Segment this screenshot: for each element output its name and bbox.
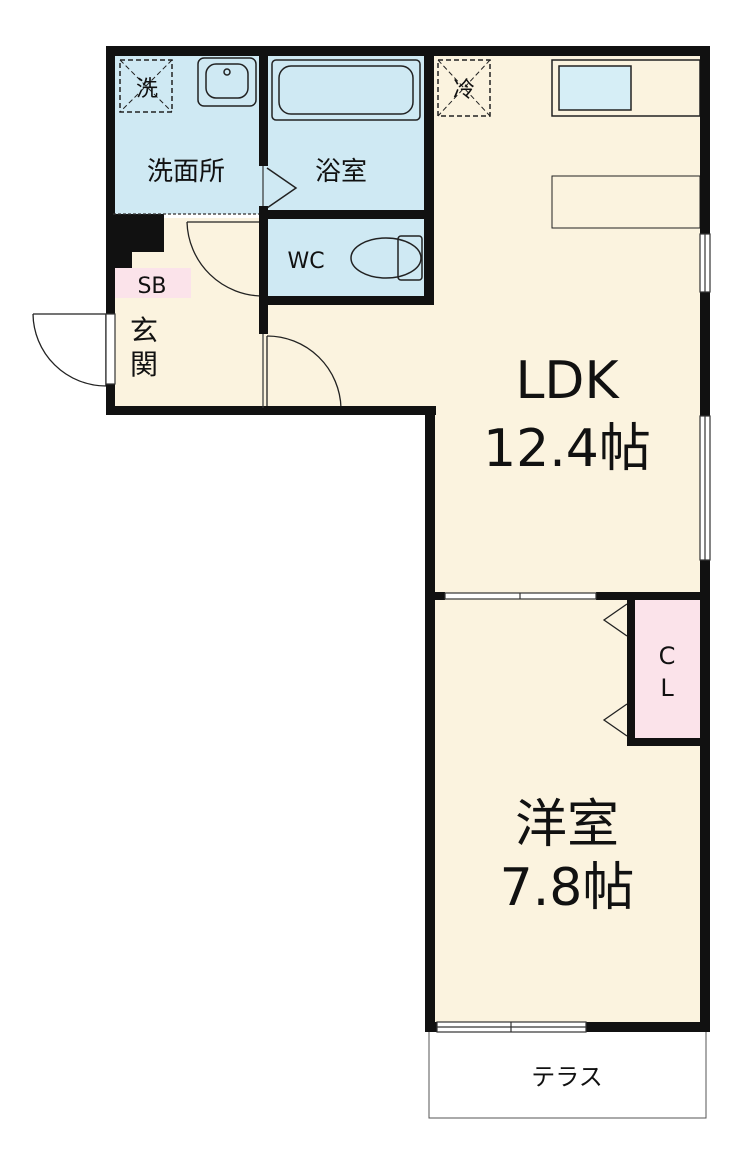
shoebox-label: SB xyxy=(137,274,166,299)
fridge-space-icon xyxy=(437,59,491,117)
toilet-label: WC xyxy=(287,249,324,274)
corridor-floor xyxy=(263,298,429,408)
ldk-size: 12.4帖 xyxy=(483,419,651,479)
shoebox-floor xyxy=(113,268,191,298)
western-room-size: 7.8帖 xyxy=(500,858,635,918)
washer-pan-icon xyxy=(119,59,173,113)
washroom-label: 洗面所 xyxy=(147,157,225,187)
toilet-floor xyxy=(263,218,429,298)
wash-basin-icon xyxy=(197,57,257,107)
ldk-label: LDK xyxy=(515,351,620,411)
terrace xyxy=(428,1032,707,1119)
bathroom-label: 浴室 xyxy=(315,157,367,187)
washroom-door-swing xyxy=(186,221,264,297)
corridor-door-swing xyxy=(266,335,342,409)
bath-door-icon xyxy=(266,167,298,209)
closet-door-icon xyxy=(602,603,628,637)
ldk-floor xyxy=(429,54,703,596)
toilet-icon xyxy=(350,237,422,279)
western-room-label: 洋室 xyxy=(515,795,619,855)
walls xyxy=(106,46,710,1032)
bathtub-icon xyxy=(271,59,421,121)
openings xyxy=(105,166,711,1033)
washer-label: 洗 xyxy=(136,77,158,102)
fixtures xyxy=(119,57,701,281)
closet-floor xyxy=(631,600,703,740)
entrance-label: 玄関 xyxy=(130,314,158,381)
bathroom-floor xyxy=(263,54,429,214)
floor-fills xyxy=(113,54,703,1024)
fridge-label: 冷 xyxy=(453,78,475,103)
terrace-label: テラス xyxy=(531,1063,603,1091)
entrance-door-swing xyxy=(32,313,107,387)
washroom-floor xyxy=(113,54,263,214)
